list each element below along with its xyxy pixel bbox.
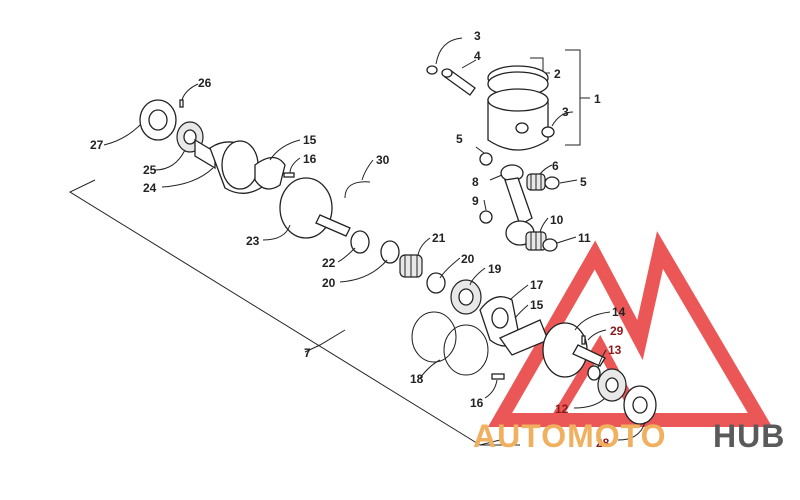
big-end-bearing bbox=[525, 231, 547, 251]
circlip-right bbox=[541, 126, 555, 138]
washer-22 bbox=[350, 230, 370, 254]
callout-30: 30 bbox=[376, 153, 390, 167]
callout-10: 10 bbox=[550, 213, 564, 227]
left-seal bbox=[139, 99, 177, 141]
washer-11 bbox=[542, 238, 558, 252]
screw-right bbox=[491, 373, 505, 380]
callout-18: 18 bbox=[410, 372, 424, 386]
callout-28: 28 bbox=[596, 436, 610, 450]
bearing-19 bbox=[450, 279, 482, 315]
callout-29: 29 bbox=[610, 324, 624, 338]
leader-lines bbox=[103, 37, 646, 441]
watermark-part2: HUB bbox=[713, 418, 785, 454]
right-crank-plate bbox=[479, 296, 549, 356]
callout-20b: 20 bbox=[322, 276, 336, 290]
washer-13 bbox=[587, 365, 601, 381]
washer-9 bbox=[479, 210, 493, 224]
piston bbox=[487, 65, 549, 151]
callout-4: 4 bbox=[474, 49, 481, 63]
callout-26: 26 bbox=[198, 76, 212, 90]
callout-23: 23 bbox=[246, 234, 260, 248]
callout-5b: 5 bbox=[580, 175, 587, 189]
callout-2: 2 bbox=[554, 67, 561, 81]
left-crank-shaft bbox=[194, 138, 266, 194]
callout-11: 11 bbox=[578, 231, 591, 245]
callout-12: 12 bbox=[555, 402, 569, 416]
washer-20a bbox=[380, 240, 400, 264]
callout-14: 14 bbox=[612, 305, 626, 319]
crank-plate-left bbox=[254, 156, 286, 190]
small-end-bearing bbox=[526, 173, 546, 191]
callout-27: 27 bbox=[90, 138, 104, 152]
key-29 bbox=[581, 335, 586, 345]
callout-15a: 15 bbox=[303, 133, 317, 147]
crankshaft-bracket bbox=[68, 179, 520, 446]
seal-ring-b bbox=[443, 324, 489, 376]
callout-9: 9 bbox=[472, 194, 479, 208]
woodruff-key bbox=[179, 99, 184, 108]
retaining-ring bbox=[344, 181, 371, 199]
wrist-pin bbox=[441, 68, 476, 96]
callout-16b: 16 bbox=[470, 396, 484, 410]
callout-8: 8 bbox=[472, 175, 479, 189]
watermark-part1: AUTOMOTO bbox=[473, 418, 666, 454]
callout-labels: 1 2 3 3 4 5 5 6 7 8 9 10 11 12 13 14 15 … bbox=[90, 29, 626, 450]
callout-5a: 5 bbox=[456, 132, 463, 146]
washer-5a bbox=[479, 152, 493, 166]
seal-ring-a bbox=[411, 311, 457, 363]
crank-wheel bbox=[279, 177, 351, 239]
callout-3b: 3 bbox=[562, 105, 569, 119]
needle-bearing-21 bbox=[399, 254, 423, 278]
callout-20a: 20 bbox=[461, 252, 475, 266]
callout-17: 17 bbox=[530, 278, 544, 292]
callout-15b: 15 bbox=[530, 298, 544, 312]
washer-5b bbox=[544, 176, 560, 190]
right-crank-half bbox=[542, 322, 606, 378]
callout-7: 7 bbox=[304, 346, 311, 360]
callout-16a: 16 bbox=[303, 152, 317, 166]
circlip-top bbox=[426, 65, 438, 75]
callout-6: 6 bbox=[552, 159, 559, 173]
right-bearing bbox=[597, 368, 627, 402]
screw-left bbox=[283, 172, 295, 178]
callout-3a: 3 bbox=[474, 29, 481, 43]
callout-22: 22 bbox=[322, 256, 336, 270]
watermark-text: AUTOMOTO HUB bbox=[473, 418, 785, 454]
callout-25: 25 bbox=[143, 163, 157, 177]
callout-24: 24 bbox=[143, 181, 157, 195]
washer-20b bbox=[426, 272, 446, 294]
callout-1: 1 bbox=[594, 92, 601, 106]
callout-19: 19 bbox=[488, 262, 502, 276]
callout-21: 21 bbox=[432, 231, 446, 245]
right-seal bbox=[623, 385, 657, 425]
callout-13: 13 bbox=[608, 343, 622, 357]
